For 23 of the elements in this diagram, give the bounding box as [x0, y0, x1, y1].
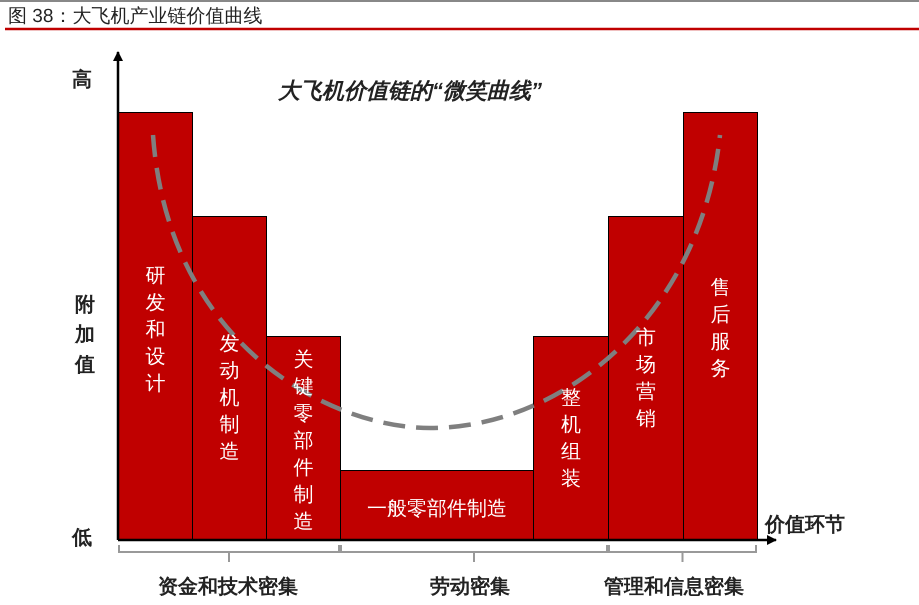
- value-bar: [340, 470, 534, 540]
- bar-label: 关键零部件制造: [292, 348, 314, 535]
- bar-label: 研发和设计: [144, 264, 166, 397]
- group-label: 资金和技术密集: [158, 574, 298, 600]
- group-label: 管理和信息密集: [604, 574, 744, 600]
- axis-label: 高: [72, 68, 92, 93]
- axis-label: 价值环节: [765, 513, 845, 538]
- chart-subtitle: 大飞机价值链的“微笑曲线”: [278, 77, 542, 105]
- value-bar: [683, 112, 758, 540]
- value-bar: [118, 112, 193, 540]
- bar-label: 一般零部件制造: [366, 497, 508, 522]
- value-bar: [192, 216, 267, 540]
- figure-title: 图 38：大飞机产业链价值曲线: [8, 5, 262, 29]
- bar-label: 售后服务: [710, 276, 732, 382]
- axis-label: 附加值: [75, 293, 96, 378]
- value-bar: [608, 216, 684, 540]
- value-bar: [266, 336, 341, 540]
- bar-label: 发动机制造: [218, 332, 240, 465]
- value-bar: [533, 336, 609, 540]
- group-label: 劳动密集: [430, 574, 510, 600]
- bar-label: 市场营销: [635, 326, 657, 432]
- axis-label: 低: [72, 526, 92, 551]
- bar-label: 整机组装: [560, 386, 582, 492]
